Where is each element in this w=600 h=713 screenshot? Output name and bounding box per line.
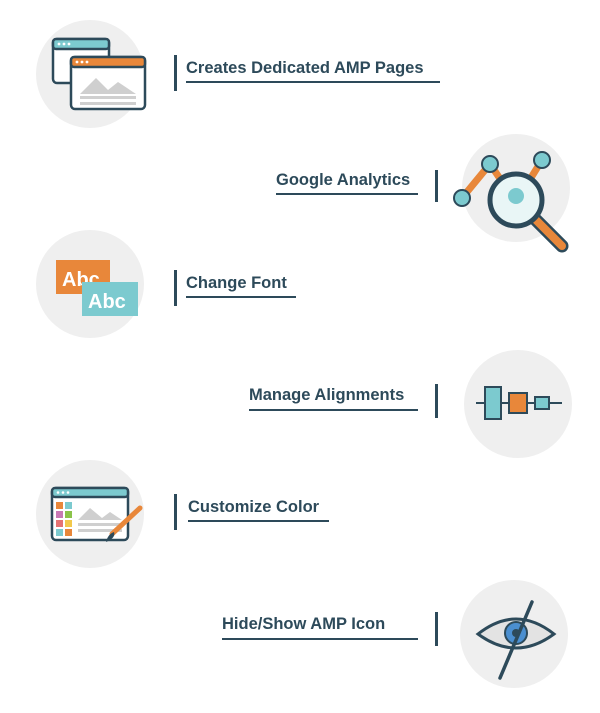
label-underline — [276, 193, 418, 195]
feature-label: Hide/Show AMP Icon — [222, 615, 386, 633]
separator-bar — [435, 612, 438, 646]
abc-text: Abc — [88, 291, 126, 313]
alignment-icon — [476, 386, 562, 420]
feature-label: Change Font — [186, 274, 287, 292]
label-underline — [249, 409, 418, 411]
feature-label: Customize Color — [188, 498, 320, 516]
label-underline — [186, 296, 296, 298]
analytics-magnifier-icon — [453, 151, 569, 253]
font-abc-icon: Abc Abc — [56, 260, 138, 316]
separator-bar — [435, 170, 438, 202]
feature-label: Creates Dedicated AMP Pages — [186, 59, 424, 77]
color-palette-icon — [50, 486, 143, 542]
label-underline — [222, 638, 418, 640]
eye-hidden-icon — [475, 600, 557, 680]
separator-bar — [174, 494, 177, 530]
feature-label: Google Analytics — [276, 171, 411, 189]
separator-bar — [174, 270, 177, 306]
separator-bar — [174, 55, 177, 91]
label-underline — [186, 81, 440, 83]
browser-windows-icon — [51, 37, 147, 111]
separator-bar — [435, 384, 438, 418]
feature-label: Manage Alignments — [249, 386, 405, 404]
label-underline — [188, 520, 329, 522]
